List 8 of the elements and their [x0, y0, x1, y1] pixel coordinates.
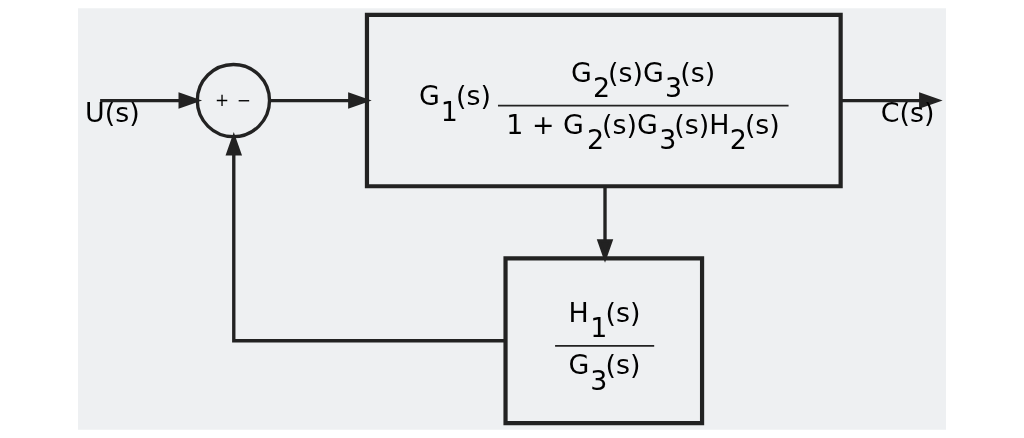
arrow: [596, 186, 614, 263]
node-circle: + −: [195, 62, 272, 139]
arrow: [225, 131, 506, 343]
edge-label: U(s): [85, 97, 140, 129]
arrow: [269, 92, 372, 109]
edge-label: C(s): [880, 97, 935, 129]
arrow: [840, 92, 943, 109]
arrow: [100, 92, 203, 109]
